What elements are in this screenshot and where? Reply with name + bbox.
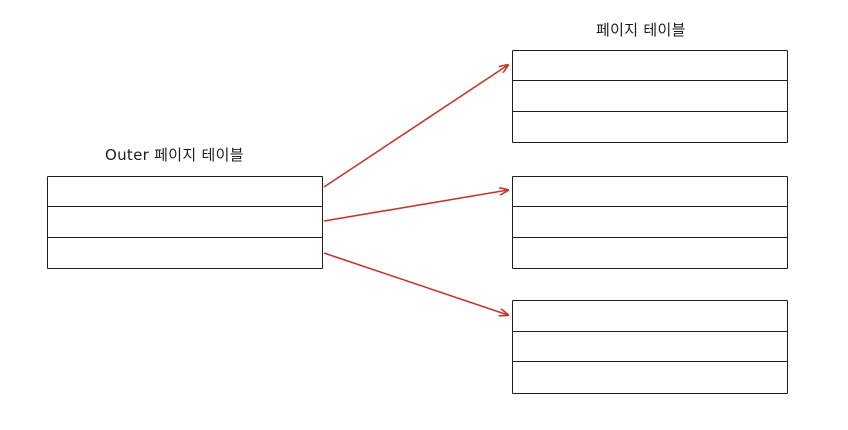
outer-page-table-row <box>48 207 322 238</box>
page-table-row <box>513 81 787 112</box>
page-table-title: 페이지 테이블 <box>596 21 686 39</box>
outer-page-table <box>47 176 323 269</box>
page-table-row <box>513 301 787 332</box>
outer-page-table-title: Outer 페이지 테이블 <box>105 146 244 164</box>
page-table-1 <box>512 50 788 143</box>
page-table-row <box>513 51 787 82</box>
arrow-to-page-table-3 <box>323 252 508 315</box>
page-table-row <box>513 177 787 208</box>
arrow-to-page-table-1 <box>323 65 508 188</box>
page-table-2 <box>512 176 788 269</box>
page-table-3 <box>512 300 788 394</box>
page-table-row <box>513 207 787 238</box>
page-table-row <box>513 332 787 363</box>
arrow-to-page-table-2 <box>323 190 508 222</box>
outer-page-table-row <box>48 177 322 208</box>
